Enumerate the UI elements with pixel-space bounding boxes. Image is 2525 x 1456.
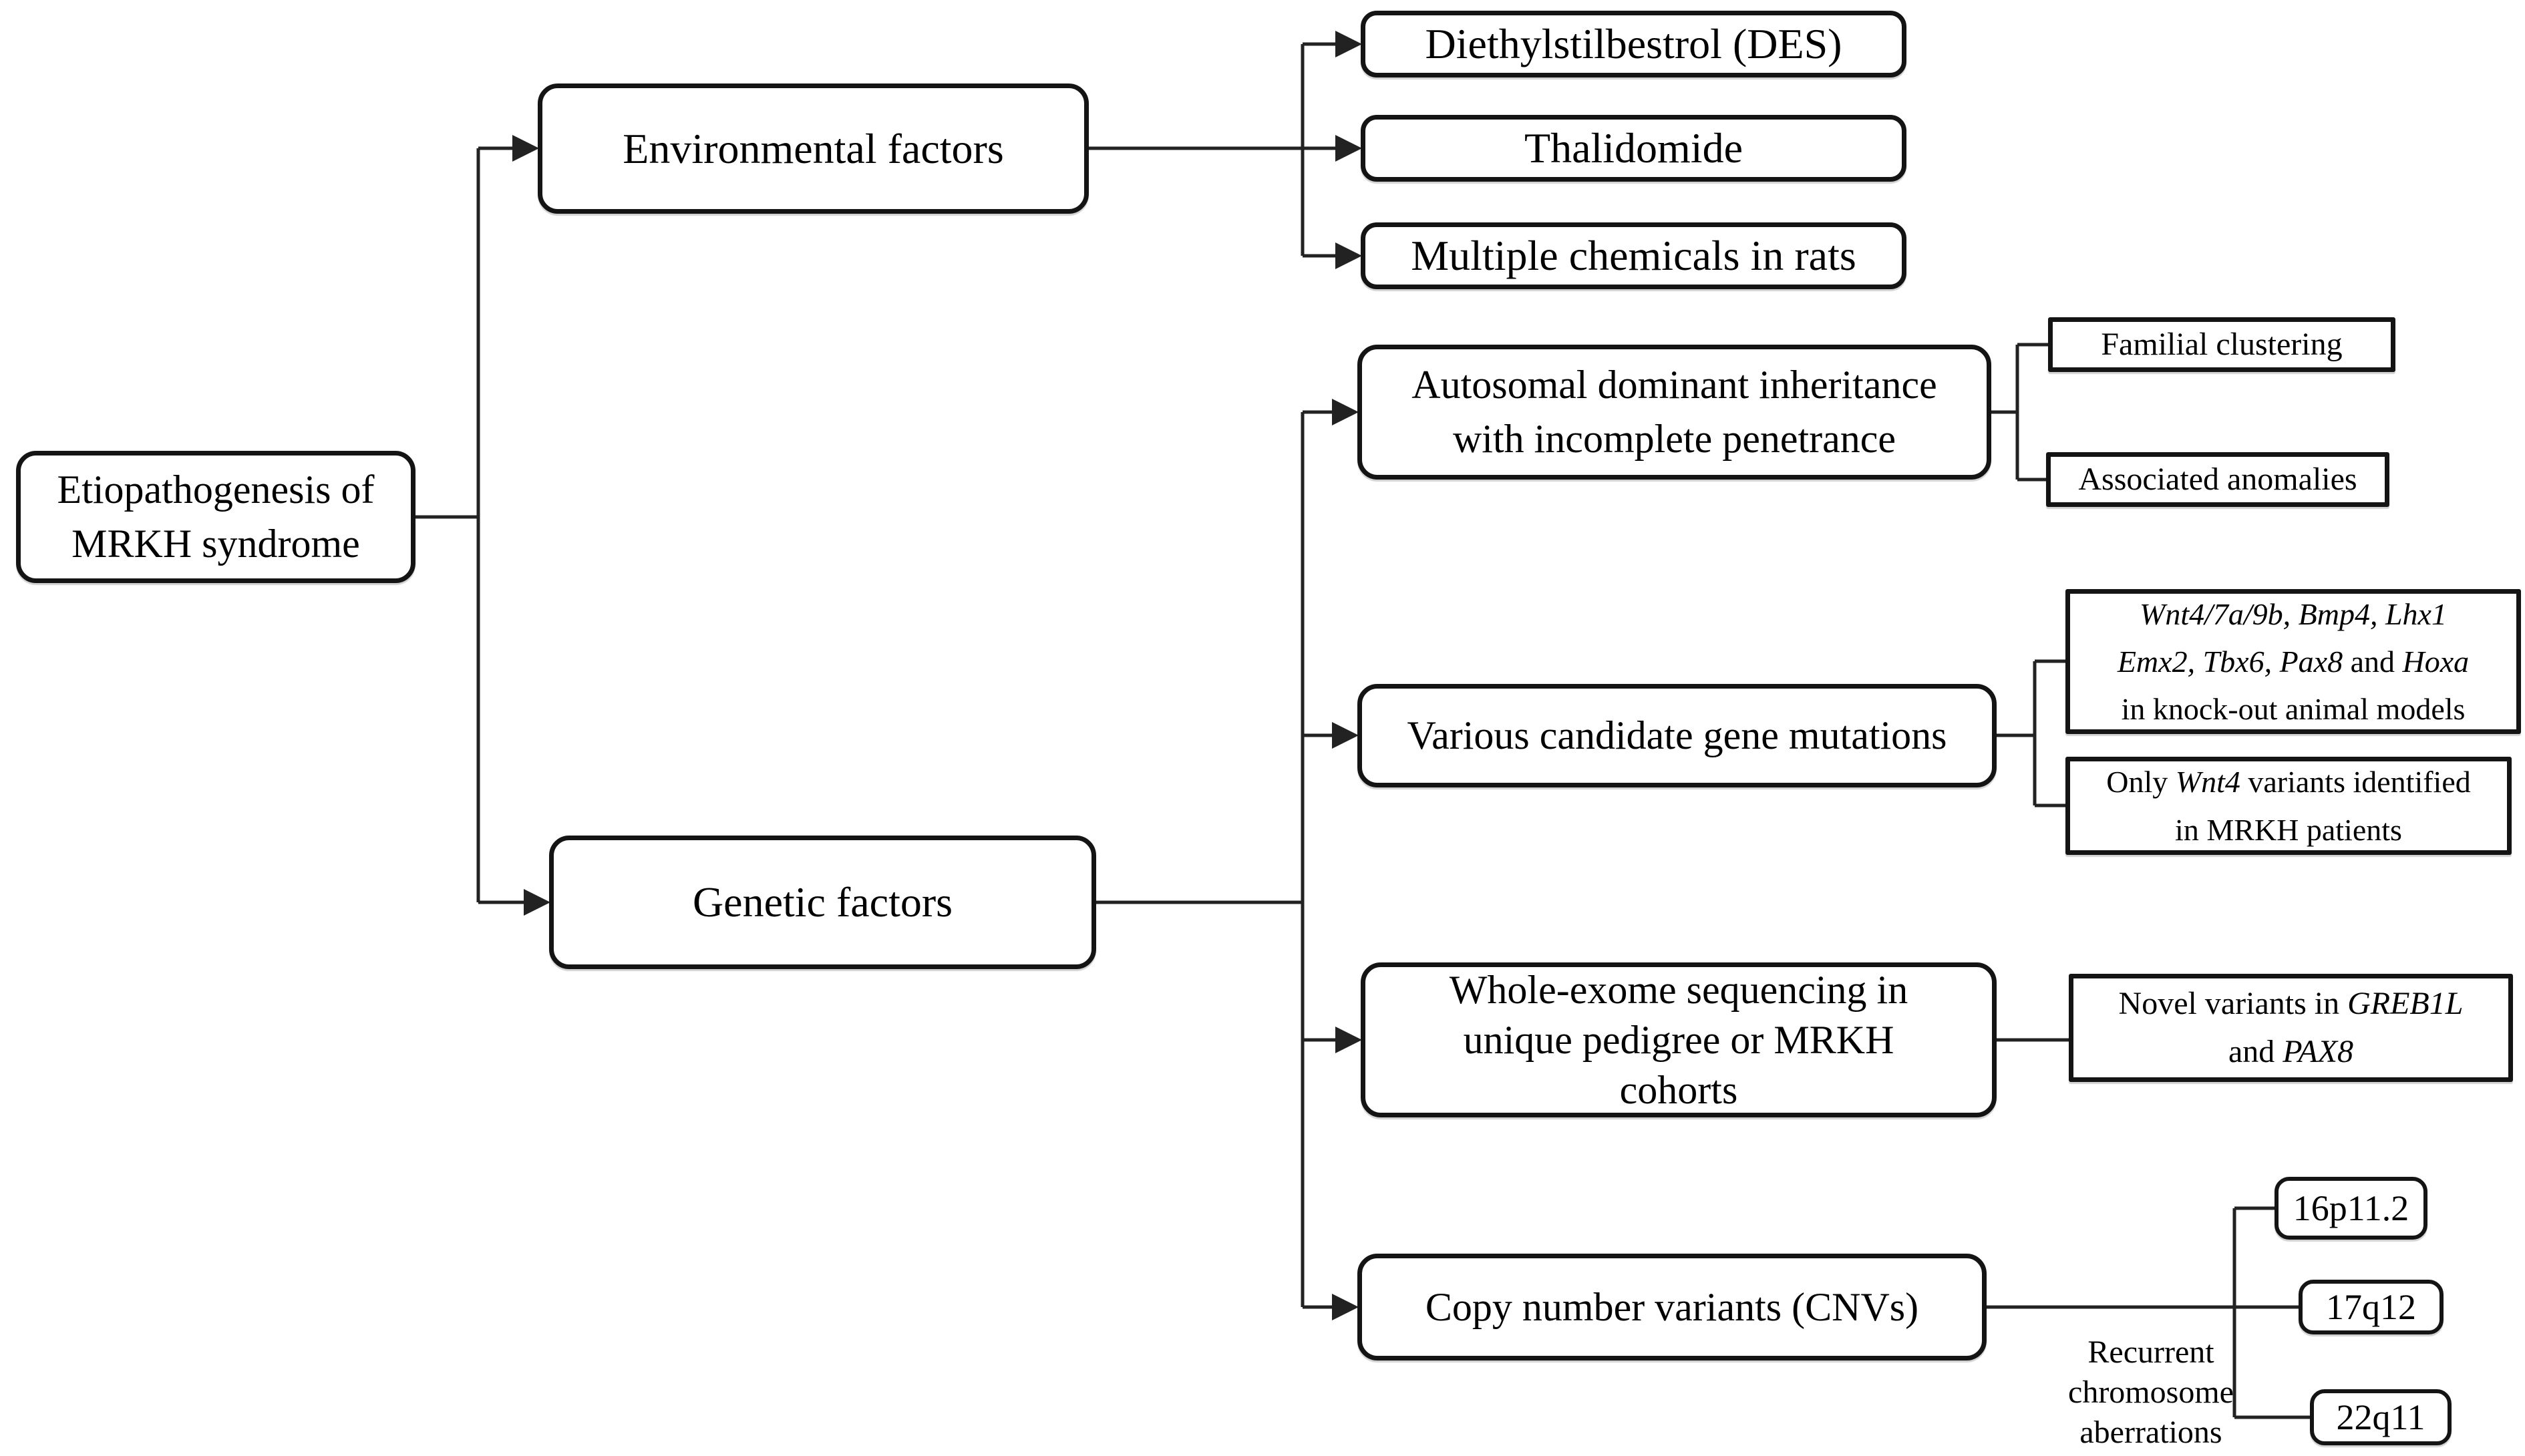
node-wes-line2: unique pedigree or MRKH [1463,1017,1894,1062]
label-recurrent-line3: aberrations [2079,1415,2222,1450]
node-autosomal-line1: Autosomal dominant inheritance [1411,363,1937,407]
node-wes-line3: cohorts [1619,1067,1738,1112]
node-locus-22q11: 22q11 [2310,1389,2452,1445]
label-recurrent-aberrations: Recurrent chromosome aberrations [2057,1332,2244,1453]
node-autosomal: Autosomal dominant inheritance with inco… [1357,345,1991,480]
node-locus-17q12: 17q12 [2299,1280,2444,1334]
node-root-line1: Etiopathogenesis of [57,468,375,512]
node-des-label: Diethylstilbestrol (DES) [1425,20,1842,68]
wnt4-pre: Only [2106,765,2176,799]
novel-gene-greb1l: GREB1L [2347,986,2464,1021]
node-genetic-label: Genetic factors [692,878,953,926]
node-wes-line1: Whole-exome sequencing in [1449,967,1908,1012]
node-knockout-line3: in knock-out animal models [2121,692,2466,727]
connector-genetic-trunk [1096,412,1305,1307]
node-locus-16p11-label: 16p11.2 [2293,1188,2409,1228]
node-knockout-line1: Wnt4/7a/9b, Bmp4, Lhx1 [2140,590,2447,638]
connector-cnv-bracket [1987,1206,2310,1419]
connector-environmental-trunk [1089,44,1305,256]
wnt4-post: variants identified [2240,765,2471,799]
node-cnv-label: Copy number variants (CNVs) [1425,1284,1919,1329]
knockout-genes-line1: Wnt4/7a/9b, Bmp4, Lhx1 [2140,596,2447,631]
connector-candidate-bracket [1997,659,2065,807]
node-associated-anomalies: Associated anomalies [2046,452,2389,507]
node-environmental-label: Environmental factors [623,124,1004,172]
node-des: Diethylstilbestrol (DES) [1361,11,1906,77]
node-root-line2: MRKH syndrome [71,522,360,566]
knockout-genes-line2: Emx2, Tbx6, Pax8 [2117,644,2343,679]
node-familial-clustering-label: Familial clustering [2101,327,2343,362]
node-thalidomide: Thalidomide [1361,115,1906,182]
knockout-and: and [2343,644,2403,679]
node-candidate-genes: Various candidate gene mutations [1357,684,1997,787]
novel-and: and [2228,1034,2283,1069]
novel-pre: Novel variants in [2118,986,2348,1021]
node-wnt4-line2: in MRKH patients [2175,812,2402,847]
node-locus-16p11: 16p11.2 [2275,1177,2427,1240]
node-knockout-models: Wnt4/7a/9b, Bmp4, Lhx1 Emx2, Tbx6, Pax8 … [2065,589,2521,734]
node-genetic: Genetic factors [549,836,1096,969]
node-cnv: Copy number variants (CNVs) [1357,1254,1987,1360]
label-recurrent-line2: chromosome [2068,1375,2234,1410]
node-root: Etiopathogenesis of MRKH syndrome [16,451,415,583]
node-knockout-line2: Emx2, Tbx6, Pax8 and Hoxa [2118,638,2469,685]
node-candidate-genes-label: Various candidate gene mutations [1407,713,1947,757]
node-chemicals-label: Multiple chemicals in rats [1411,232,1856,280]
connector-autosomal-bracket [1991,343,2048,482]
node-wnt4-patients: Only Wnt4 variants identified in MRKH pa… [2065,757,2512,855]
label-recurrent-line1: Recurrent [2087,1334,2214,1370]
node-autosomal-line2: with incomplete penetrance [1452,417,1896,461]
node-familial-clustering: Familial clustering [2048,317,2395,372]
node-wes: Whole-exome sequencing in unique pedigre… [1361,962,1997,1117]
node-wnt4-line1: Only Wnt4 variants identified [2106,758,2471,805]
node-novel-variants: Novel variants in GREB1L and PAX8 [2069,974,2513,1082]
node-locus-22q11-label: 22q11 [2336,1397,2425,1437]
node-locus-17q12-label: 17q12 [2326,1286,2416,1327]
node-novel-line1: Novel variants in GREB1L [2119,980,2464,1028]
knockout-gene-hoxa: Hoxa [2402,644,2470,679]
node-chemicals: Multiple chemicals in rats [1361,222,1906,289]
connector-root-trunk [415,148,480,902]
node-environmental: Environmental factors [538,83,1089,214]
node-associated-anomalies-label: Associated anomalies [2078,462,2357,497]
wnt4-gene: Wnt4 [2175,765,2240,799]
node-thalidomide-label: Thalidomide [1524,124,1743,172]
novel-gene-pax8: PAX8 [2283,1034,2354,1069]
node-novel-line2: and PAX8 [2228,1028,2353,1076]
